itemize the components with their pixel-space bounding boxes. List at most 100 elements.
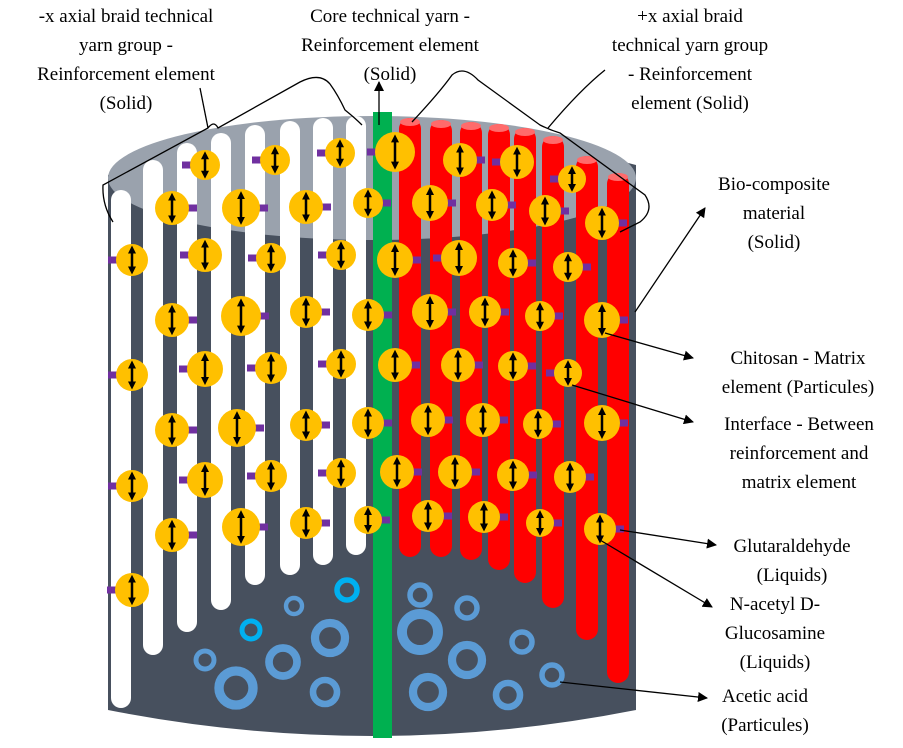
chitosan-particle [468, 501, 508, 533]
nacetyl-pointer [599, 539, 713, 608]
chitosan-particle [412, 185, 456, 221]
chitosan-particle [155, 413, 197, 447]
label-line: Reinforcement element [37, 64, 215, 85]
chitosan-particle [492, 145, 534, 179]
chitosan-particle [354, 506, 390, 534]
interface-pointer [571, 384, 694, 425]
chitosan-particle [155, 303, 197, 337]
chitosan-particle [290, 296, 330, 328]
label-line: Acetic acid [722, 686, 808, 707]
yarn-group [111, 112, 629, 738]
chitosan-particle [526, 509, 562, 537]
label-line: Interface - Between [724, 414, 874, 435]
label-line: technical yarn group [611, 35, 769, 56]
chitosan-particle [546, 359, 582, 387]
chitosan-particle [290, 409, 330, 441]
red-yarn-cap [489, 124, 509, 132]
label-line: Bio-composite [718, 174, 830, 195]
chitosan-particle [108, 244, 148, 276]
acetic-acid-ring [407, 582, 433, 608]
chitosan-particle [550, 165, 586, 193]
chitosan-particle [318, 349, 356, 379]
red-yarn-cap [515, 128, 535, 136]
chitosan-particles [107, 132, 628, 607]
chitosan-particle [247, 352, 287, 384]
label-biocomposite: Bio-composite material (Solid) [700, 170, 848, 257]
label-line: - Reinforcement [628, 64, 752, 85]
chitosan-particle [377, 242, 421, 278]
label-line: yarn group - [79, 35, 173, 56]
glutaraldehyde-pointer [619, 529, 717, 549]
chitosan-particle [412, 294, 456, 330]
chitosan-particle [221, 296, 269, 336]
chitosan-particle [179, 462, 223, 498]
red-yarn [399, 118, 421, 557]
chitosan-particle [584, 513, 624, 545]
label-line: reinforcement and [729, 443, 869, 464]
chitosan-particle [476, 189, 516, 221]
neg-axial-bracket [102, 76, 363, 223]
chitosan-particle [523, 409, 561, 439]
chitosan-pointer [604, 332, 694, 361]
chitosan-particle [247, 460, 287, 492]
label-line: (Particules) [721, 715, 809, 736]
label-core-yarn: Core technical yarn -Reinforcement eleme… [268, 2, 512, 89]
label-line: matrix element [741, 472, 857, 493]
white-yarn [313, 118, 333, 565]
chitosan-particle [155, 518, 197, 552]
chitosan-particle [107, 573, 149, 607]
chitosan-particle [352, 407, 392, 439]
acetic-acid-ring [539, 662, 565, 688]
chitosan-particle [108, 359, 148, 391]
chitosan-particle [248, 243, 286, 273]
label-nacetyl: N-acetyl D-Glucosamine(Liquids) [700, 590, 850, 677]
chitosan-particle [554, 461, 594, 493]
chitosan-particle [290, 507, 330, 539]
chitosan-particle [352, 299, 392, 331]
chitosan-particle [317, 138, 355, 168]
red-yarn-cap [543, 136, 563, 144]
acetic-acid-ring [309, 676, 341, 708]
chitosan-particle [498, 248, 536, 278]
white-yarn [346, 116, 366, 555]
label-line: N-acetyl D- [729, 594, 821, 615]
label-line: (Liquids) [756, 565, 828, 586]
chitosan-particle [584, 302, 628, 338]
label-neg-axial-yarn: -x axial braid technical yarn group - Rein… [6, 2, 246, 118]
label-glutaraldehyde: Glutaraldehyde(Liquids) [712, 532, 872, 590]
chitosan-particle [179, 351, 223, 387]
chitosan-particle [180, 238, 222, 272]
chitosan-particle [443, 143, 485, 177]
chitosan-particle [525, 301, 563, 331]
chitosan-particle [553, 252, 591, 282]
chitosan-particle [222, 508, 268, 546]
acetic-acid-ring [492, 679, 524, 711]
label-line: element (Solid) [631, 93, 749, 114]
chitosan-particle [585, 206, 627, 240]
label-line: material [742, 203, 806, 224]
pos-axial-bracket [411, 70, 650, 233]
label-line: Chitosan - Matrix [730, 348, 866, 369]
label-line: -x axial braid technical [38, 6, 214, 27]
chitosan-particle [412, 500, 452, 532]
chitosan-particle [466, 403, 508, 437]
acetic-pointer [559, 681, 708, 702]
chitosan-particle [529, 195, 569, 227]
chitosan-particle [108, 470, 148, 502]
pos-axial-pointer [547, 69, 606, 129]
label-line: (Solid) [99, 93, 153, 114]
red-yarn-cap [461, 122, 481, 130]
label-line: (Solid) [747, 232, 801, 253]
leader-lines [102, 69, 717, 702]
white-yarn [280, 121, 300, 575]
chitosan-particle [218, 409, 264, 447]
chitosan-particle [289, 190, 331, 224]
chitosan-particle [318, 458, 356, 488]
red-yarn [430, 120, 452, 557]
acetic-acid-ring [239, 618, 263, 642]
acetic-acid-ring [214, 666, 258, 710]
chitosan-particle [498, 351, 536, 381]
chitosan-particle [497, 459, 537, 491]
acetic-acid-bubbles [193, 577, 565, 712]
